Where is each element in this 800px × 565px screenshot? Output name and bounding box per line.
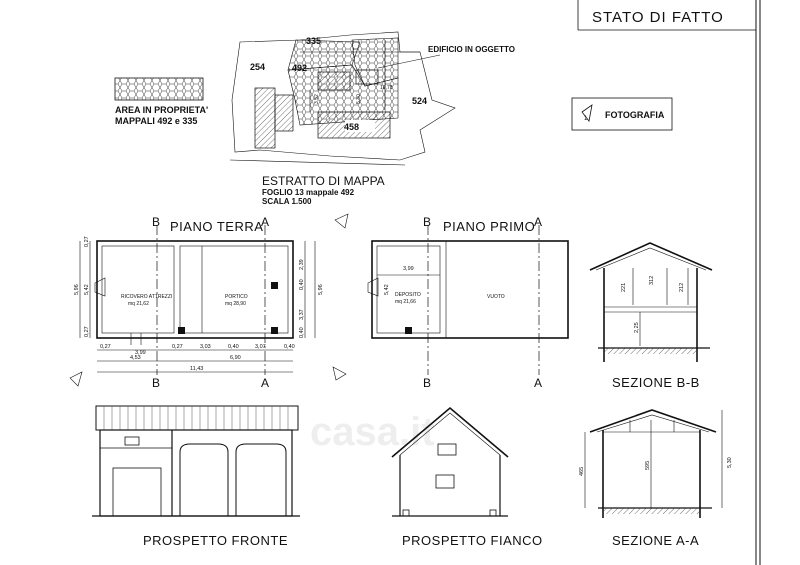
gf-mark-a-top: A: [261, 215, 270, 229]
map-parcel-335: 335: [306, 36, 321, 46]
gf-dim-b2: 0,27: [172, 344, 183, 350]
sbb-dim-2: 312: [649, 276, 655, 285]
first-floor-plan: [367, 225, 569, 375]
svg-text:1: 1: [584, 116, 588, 122]
gf-dim-r1: 0,40: [299, 279, 305, 290]
gf-dim-r3: 0,40: [299, 327, 305, 338]
ff-mark-b-bottom: B: [423, 376, 432, 390]
gf-dim-b0: 0,27: [100, 344, 111, 350]
map-dim-1: 10,78: [380, 85, 393, 91]
gf-dim-b3: 3,03: [200, 344, 211, 350]
sbb-dim-4: 2,25: [634, 322, 640, 333]
gf-dim-b1: 3,99: [135, 350, 146, 356]
saa-dim-3: 5,30: [727, 457, 733, 468]
gf-dim-l2: 0,27: [84, 326, 90, 337]
sbb-dim-1: 221: [621, 283, 627, 292]
gf-dim-l1: 5,42: [84, 284, 90, 295]
gf-dim-b5: 3,07: [255, 344, 266, 350]
section-bb-title: SEZIONE B-B: [612, 375, 700, 390]
gf-dim-b4: 0,40: [228, 344, 239, 350]
side-elevation: [391, 406, 509, 517]
legend-photo-label: FOTOGRAFIA: [605, 110, 665, 120]
sbb-dim-3: 212: [679, 283, 685, 292]
legend-swatch: [114, 77, 204, 101]
saa-dim-1: 465: [579, 467, 585, 476]
gf-dim-t2: 11,43: [190, 366, 203, 372]
gf-mark-b-bottom: B: [152, 376, 161, 390]
gf-mark-a-bottom: A: [261, 376, 270, 390]
first-floor-title: PIANO PRIMO: [443, 219, 535, 234]
camera-view-icon: [69, 213, 349, 387]
saa-dim-2: 595: [645, 461, 651, 470]
camera-view-icon: 1: [581, 104, 593, 122]
map-scale-line: SCALA 1.500: [262, 197, 312, 206]
gf-dim-l3: 5,96: [74, 284, 80, 295]
gf-room1-area: mq 21,62: [128, 301, 149, 307]
side-elevation-title: PROSPETTO FIANCO: [402, 533, 543, 548]
ff-width-dim: 3,99: [403, 266, 414, 272]
front-elevation: [92, 405, 300, 517]
legend-area-line1: AREA IN PROPRIETA': [115, 105, 208, 115]
map-parcel-458: 458: [344, 122, 359, 132]
section-aa-title: SEZIONE A-A: [612, 533, 699, 548]
gf-room2-area: mq 28,90: [225, 301, 246, 307]
map-parcel-254: 254: [250, 62, 265, 72]
legend: AREA IN PROPRIETA' MAPPALI 492 e 335 1 F…: [114, 77, 673, 131]
ground-floor-title: PIANO TERRA: [170, 219, 263, 234]
map-title: ESTRATTO DI MAPPA: [262, 174, 385, 188]
ff-room1-name: DEPOSITO: [395, 292, 421, 298]
ff-room2-name: VUOTO: [487, 294, 505, 300]
watermark: casa.it: [310, 410, 435, 454]
ground-floor-plan: [79, 225, 316, 375]
sheet-title: STATO DI FATTO: [592, 9, 724, 26]
gf-dim-t1: 6,90: [230, 355, 241, 361]
ff-room1-area: mq 21,66: [395, 299, 416, 305]
gf-mark-b-top: B: [152, 215, 161, 229]
map-parcel-492: 492: [292, 63, 307, 73]
ff-height-dim: 5,42: [384, 284, 390, 295]
gf-dim-b6: 0,40: [284, 344, 295, 350]
front-elevation-title: PROSPETTO FRONTE: [143, 533, 288, 548]
legend-photo-box: [571, 97, 673, 131]
map-sheet-line: FOGLIO 13 mappale 492: [262, 188, 355, 197]
map-dim-2: 5,30: [356, 94, 362, 104]
map-parcel-524: 524: [412, 96, 427, 106]
section-aa-drawing: [584, 409, 723, 518]
gf-dim-r0: 2,39: [299, 259, 305, 270]
map-building-label: EDIFICIO IN OGGETTO: [428, 45, 515, 54]
section-bb-drawing: [589, 242, 713, 362]
gf-dim-t0: 4,53: [130, 355, 141, 361]
ff-mark-a-bottom: A: [534, 376, 543, 390]
map-dim-3: 3,52: [314, 94, 320, 104]
gf-dim-l0: 0,27: [84, 236, 90, 247]
sheet-border: [577, 0, 761, 565]
ff-mark-a-top: A: [534, 215, 543, 229]
gf-dim-r4: 5,96: [318, 284, 324, 295]
gf-room2-name: PORTICO: [225, 294, 248, 300]
gf-room1-name: RICOVERO ATTREZZI: [121, 294, 172, 300]
gf-dim-r2: 3,37: [299, 309, 305, 320]
map-extract: [229, 31, 456, 166]
ff-mark-b-top: B: [423, 215, 432, 229]
legend-area-line2: MAPPALI 492 e 335: [115, 116, 197, 126]
